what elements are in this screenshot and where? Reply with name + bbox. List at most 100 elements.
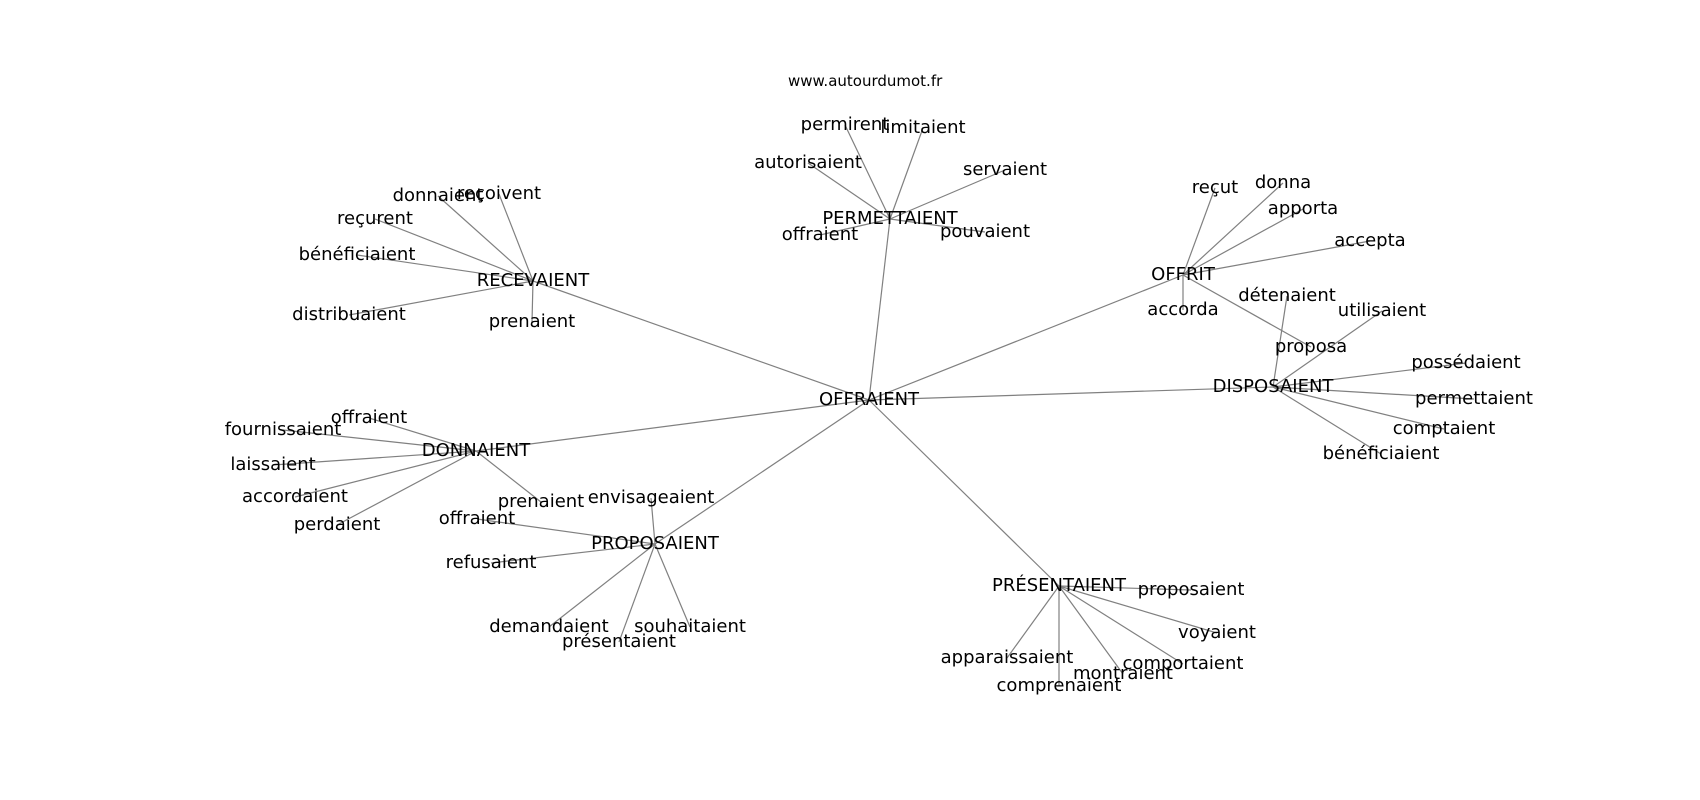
edge-disposaient-beneficiaient — [1272, 386, 1382, 455]
edge-proposaient-souhaitaient — [654, 543, 691, 628]
leaf-node-offraient[interactable]: offraient — [331, 407, 407, 428]
leaf-node-limitaient[interactable]: limitaient — [880, 117, 965, 138]
hub-node-disposaient[interactable]: DISPOSAIENT — [1213, 376, 1335, 397]
edge-disposaient-comptaient — [1272, 386, 1445, 430]
hub-node-presentaient[interactable]: PRÉSENTAIENT — [992, 574, 1127, 596]
edge-disposaient-utilisaient — [1272, 310, 1383, 388]
hub-node-permettaient[interactable]: PERMETTAIENT — [822, 208, 958, 229]
edge-donnaient-prenaient — [475, 450, 542, 503]
leaf-node-servaient[interactable]: servaient — [963, 159, 1047, 180]
leaf-node-souhaitaient[interactable]: souhaitaient — [634, 616, 746, 637]
edge-recevaient-beneficiaient — [356, 254, 534, 282]
leaf-node-laissaient[interactable]: laissaient — [230, 454, 315, 475]
leaf-node-utilisaient[interactable]: utilisaient — [1338, 300, 1426, 321]
leaf-node-donna[interactable]: donna — [1255, 172, 1311, 193]
leaf-node-accepta[interactable]: accepta — [1334, 230, 1405, 251]
leaf-node-detenaient[interactable]: détenaient — [1238, 285, 1336, 306]
edge-proposaient-refusaient — [490, 543, 656, 564]
edge-permettaient-permirent — [844, 124, 891, 220]
edge-center-recevaient — [532, 280, 870, 401]
hub-node-proposaient[interactable]: PROPOSAIENT — [591, 533, 720, 554]
edge-recevaient-recurent — [374, 218, 534, 282]
hub-node-recevaient[interactable]: RECEVAIENT — [477, 270, 590, 291]
leaf-node-comprenaient[interactable]: comprenaient — [997, 675, 1122, 696]
edge-proposaient-offraient — [476, 518, 656, 545]
edge-offrit-recut — [1182, 187, 1216, 276]
edges-layer — [272, 124, 1475, 686]
leaf-node-demandaient[interactable]: demandaient — [489, 616, 608, 637]
leaf-node-perdaient[interactable]: perdaient — [294, 514, 381, 535]
edge-recevaient-distribuaient — [348, 280, 534, 316]
edge-center-offrit — [868, 274, 1184, 401]
edge-donnaient-perdaient — [336, 450, 477, 526]
edge-offrit-accepta — [1182, 240, 1371, 276]
edge-presentaient-proposaient — [1058, 585, 1192, 591]
leaf-node-offraient[interactable]: offraient — [782, 224, 858, 245]
leaf-node-beneficiaient[interactable]: bénéficiaient — [1323, 443, 1440, 464]
leaf-node-recoivent[interactable]: reçoivent — [457, 183, 541, 204]
edge-permettaient-limitaient — [889, 127, 924, 220]
leaf-node-donnaient[interactable]: donnaient — [393, 185, 484, 206]
leaf-node-comptaient[interactable]: comptaient — [1393, 418, 1496, 439]
leaf-node-envisageaient[interactable]: envisageaient — [588, 487, 715, 508]
edge-proposaient-presentaient — [618, 543, 656, 643]
edge-presentaient-apparaissaient — [1006, 585, 1060, 659]
edge-donnaient-fournissaient — [282, 429, 477, 452]
leaf-node-fournissaient[interactable]: fournissaient — [225, 419, 342, 440]
leaf-node-permettaient[interactable]: permettaient — [1415, 388, 1533, 409]
leaf-node-apparaissaient[interactable]: apparaissaient — [941, 647, 1074, 668]
edge-recevaient-donnaient — [437, 195, 534, 282]
edge-center-donnaient — [475, 399, 870, 452]
leaf-node-montraient[interactable]: montraient — [1073, 663, 1173, 684]
edge-donnaient-offraient — [368, 417, 477, 452]
leaf-node-autorisaient[interactable]: autorisaient — [754, 152, 862, 173]
edge-center-disposaient — [868, 386, 1274, 401]
edge-center-presentaient — [868, 399, 1060, 587]
site-watermark: www.autourdumot.fr — [788, 72, 943, 90]
hub-node-offrit[interactable]: OFFRIT — [1151, 264, 1216, 285]
leaf-node-beneficiaient[interactable]: bénéficiaient — [299, 244, 416, 265]
edge-recevaient-prenaient — [531, 280, 534, 323]
edge-donnaient-laissaient — [272, 450, 477, 466]
leaf-node-recurent[interactable]: reçurent — [337, 208, 413, 229]
edge-permettaient-autorisaient — [807, 162, 891, 220]
leaf-node-accordaient[interactable]: accordaient — [242, 486, 348, 507]
leaf-node-presentaient[interactable]: présentaient — [562, 631, 676, 652]
leaf-node-apporta[interactable]: apporta — [1268, 198, 1338, 219]
leaf-node-recut[interactable]: reçut — [1192, 177, 1238, 198]
edge-presentaient-comportaient — [1058, 585, 1184, 665]
edge-disposaient-possedaient — [1272, 362, 1467, 388]
leaf-node-refusaient[interactable]: refusaient — [446, 552, 537, 573]
edge-proposaient-demandaient — [548, 543, 656, 628]
leaf-node-permirent[interactable]: permirent — [801, 114, 890, 135]
leaf-node-pouvaient[interactable]: pouvaient — [940, 221, 1030, 242]
leaf-node-prenaient[interactable]: prenaient — [498, 491, 584, 512]
edge-center-permettaient — [868, 218, 891, 401]
edge-disposaient-detenaient — [1272, 295, 1288, 388]
edge-offrit-donna — [1182, 182, 1284, 276]
edge-recevaient-recoivent — [498, 193, 534, 282]
leaf-node-prenaient[interactable]: prenaient — [489, 311, 575, 332]
leaf-node-accorda[interactable]: accorda — [1147, 299, 1218, 320]
leaf-node-proposa[interactable]: proposa — [1275, 336, 1347, 357]
edge-offrit-proposa — [1182, 274, 1312, 348]
edge-presentaient-montraient — [1058, 585, 1124, 675]
hub-node-donnaient[interactable]: DONNAIENT — [422, 440, 531, 461]
leaf-node-possedaient[interactable]: possédaient — [1411, 352, 1520, 373]
leaf-node-offraient[interactable]: offraient — [439, 508, 515, 529]
leaf-node-proposaient[interactable]: proposaient — [1138, 579, 1245, 600]
edge-donnaient-accordaient — [294, 450, 477, 498]
edge-center-proposaient — [654, 399, 870, 545]
edge-proposaient-envisageaient — [650, 497, 656, 545]
edge-permettaient-pouvaient — [889, 218, 986, 233]
leaf-node-comportaient[interactable]: comportaient — [1123, 653, 1244, 674]
edge-permettaient-servaient — [889, 169, 1006, 220]
leaf-node-voyaient[interactable]: voyaient — [1178, 622, 1256, 643]
center-node-offraient[interactable]: OFFRAIENT — [819, 389, 920, 410]
leaf-node-distribuaient[interactable]: distribuaient — [292, 304, 406, 325]
edge-disposaient-permettaient — [1272, 386, 1475, 400]
edge-presentaient-voyaient — [1058, 585, 1218, 634]
